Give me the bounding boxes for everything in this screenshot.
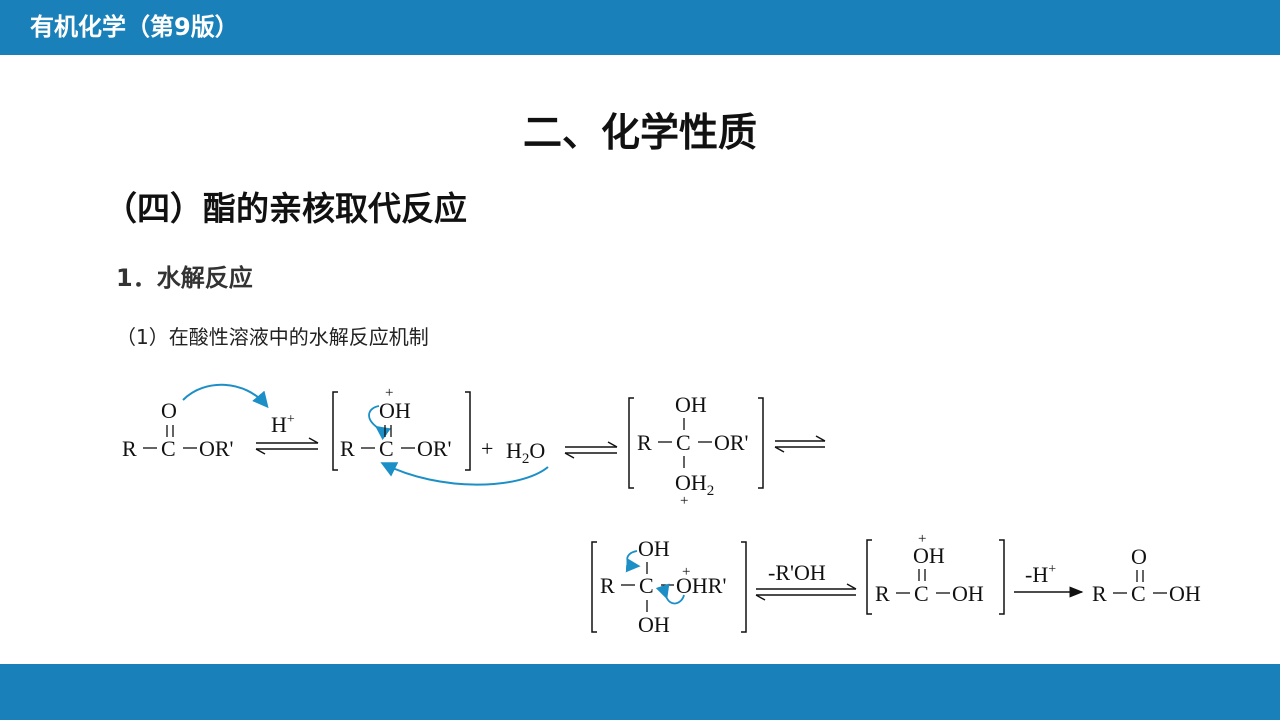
mechanism-caption: （1）在酸性溶液中的水解反应机制	[116, 325, 429, 349]
ester-structure: O R C OR'	[122, 398, 234, 461]
curved-arrow-icon	[368, 405, 391, 441]
hydroxyl-group: OH	[379, 398, 411, 423]
right-bracket	[758, 397, 764, 489]
positive-charge: +	[385, 385, 393, 401]
hydroxyl-group: OH	[1169, 581, 1201, 606]
plus-sign: +	[481, 436, 493, 461]
hydroxyl-group: OH	[638, 536, 670, 561]
oxonium-group: OH2	[675, 470, 714, 499]
alkoxy-group: OR'	[714, 430, 749, 455]
tetrahedral-intermediate: OH R C OR' OH2 +	[628, 392, 764, 509]
equilibrium-arrow-1: H+	[255, 412, 319, 455]
r-group: R	[637, 430, 652, 455]
carbon-atom: C	[676, 430, 691, 455]
r-group: R	[600, 573, 615, 598]
curved-arrow-icon	[625, 550, 641, 573]
left-bracket	[591, 541, 597, 633]
reagent-label: H+	[271, 412, 295, 437]
carbonyl-oxygen: O	[161, 398, 177, 423]
hydroxyl-group: OH	[913, 543, 945, 568]
carbonyl-oxygen: O	[1131, 544, 1147, 569]
protonated-alkoxy-intermediate: OH R C + OHR' OH	[591, 536, 747, 637]
right-bracket	[999, 539, 1005, 615]
equilibrium-arrow-2	[564, 441, 618, 459]
r-group: R	[1092, 581, 1107, 606]
curved-arrow-icon	[182, 383, 269, 409]
left-bracket	[628, 397, 634, 489]
right-bracket	[465, 391, 471, 471]
alkoxy-group: OR'	[417, 436, 452, 461]
positive-charge: +	[918, 531, 926, 547]
reagent-label: -H+	[1025, 562, 1056, 587]
hydroxyl-group: OH	[638, 612, 670, 637]
left-bracket	[866, 539, 872, 615]
curved-arrow-icon	[380, 462, 549, 486]
top-banner: 有机化学（第9版）	[0, 0, 1280, 55]
deprotonation-arrow: -H+	[1014, 562, 1084, 598]
subsection-title: 1．水解反应	[116, 264, 253, 292]
section-title: （四）酯的亲核取代反应	[104, 189, 467, 228]
carbon-atom: C	[161, 436, 176, 461]
protonated-ester: + OH R C OR'	[332, 385, 471, 471]
carbon-atom: C	[914, 581, 929, 606]
equilibrium-arrow-4: -R'OH	[755, 560, 857, 601]
water-molecule: H2O	[506, 438, 545, 467]
carbon-atom: C	[379, 436, 394, 461]
carbon-atom: C	[1131, 581, 1146, 606]
equilibrium-arrow-3	[774, 435, 826, 453]
r-group: R	[875, 581, 890, 606]
left-bracket	[332, 391, 338, 471]
bottom-banner	[0, 664, 1280, 720]
curved-arrow-icon	[655, 583, 685, 605]
leaving-group-label: -R'OH	[768, 560, 826, 585]
alkoxy-group: OR'	[199, 436, 234, 461]
slide-title: 二、化学性质	[522, 111, 757, 156]
right-bracket	[741, 541, 747, 633]
positive-charge: +	[682, 564, 690, 580]
carbon-atom: C	[639, 573, 654, 598]
book-title: 有机化学（第9版）	[30, 13, 239, 41]
carboxylic-acid: O R C OH	[1092, 544, 1201, 606]
alcohol-leaving-group: OHR'	[676, 573, 726, 598]
hydroxyl-group: OH	[675, 392, 707, 417]
hydroxyl-group: OH	[952, 581, 984, 606]
water-reagent: + H2O	[481, 436, 545, 467]
positive-charge: +	[680, 493, 688, 509]
r-group: R	[340, 436, 355, 461]
r-group: R	[122, 436, 137, 461]
protonated-acid: + OH R C OH	[866, 531, 1005, 615]
